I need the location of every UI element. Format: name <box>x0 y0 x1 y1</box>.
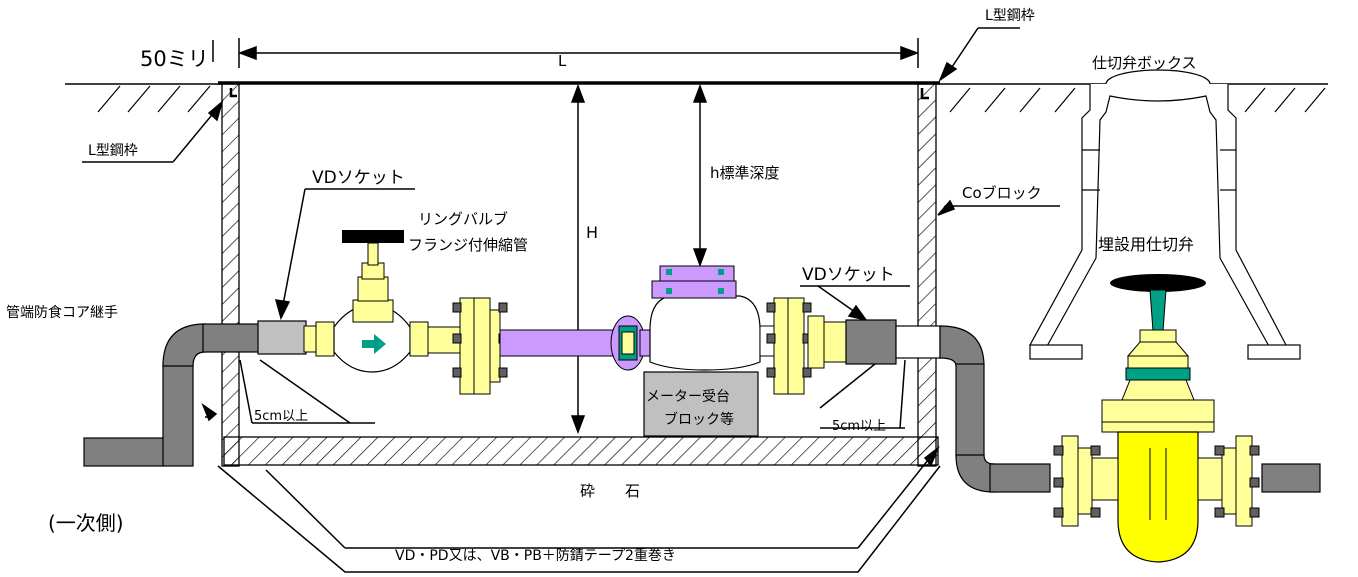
standard-depth-label: h標準深度 <box>710 164 780 182</box>
flow-arrow-icon <box>362 334 386 354</box>
co-block-label: Coブロック <box>962 184 1042 202</box>
diagram-labels: 50ミリ L L型鋼枠 仕切弁ボックス L型鋼枠 VDソケット リングバルブ フ… <box>6 8 1197 564</box>
valve-box-label: 仕切弁ボックス <box>1092 54 1197 72</box>
vd-socket-right-label: VDソケット <box>802 265 895 285</box>
meter-stand-block <box>643 371 759 437</box>
steel-frame-top-label: L型鋼枠 <box>985 8 1035 24</box>
buried-gate-valve <box>1053 274 1260 563</box>
buried-valve-label: 埋設用仕切弁 <box>1098 235 1194 254</box>
ring-valve-label: リングバルブ <box>418 210 508 228</box>
right-pipe <box>845 319 1321 493</box>
water-meter <box>649 265 761 371</box>
leader-lines <box>82 27 1060 549</box>
left-pipe <box>83 320 307 467</box>
ground-surface <box>65 83 1328 113</box>
ring-valve <box>303 230 463 373</box>
primary-side-label: (一次側) <box>48 511 124 535</box>
height-label: H <box>586 223 598 242</box>
right-flange <box>759 297 847 395</box>
thickness-label: 50ミリ <box>140 47 209 71</box>
vd-socket-left-label: VDソケット <box>312 168 405 188</box>
valve-box <box>1029 69 1301 360</box>
clearance-left-label: 5cm以上 <box>254 409 308 424</box>
pipe-spec-label: VD・PD又は、VB・PB＋防錆テープ2重巻き <box>395 547 676 564</box>
length-label: L <box>558 52 567 70</box>
meter-stand-label-1: メーター受台 <box>646 389 730 405</box>
box-walls <box>218 81 940 467</box>
steel-frame-left-label: L型鋼枠 <box>88 143 138 159</box>
expansion-pipe-label: フランジ付伸縮管 <box>408 236 528 254</box>
gravel-bed <box>217 465 941 573</box>
meter-stand-label-2: ブロック等 <box>664 411 734 428</box>
gravel-label: 砕 石 <box>580 482 640 500</box>
pipe-end-joint-label: 管端防食コア継手 <box>6 304 118 321</box>
left-flange <box>452 297 508 395</box>
expansion-pipe <box>499 315 661 371</box>
dimension-lines <box>212 38 920 435</box>
clearance-right-label: 5cm以上 <box>832 419 886 434</box>
